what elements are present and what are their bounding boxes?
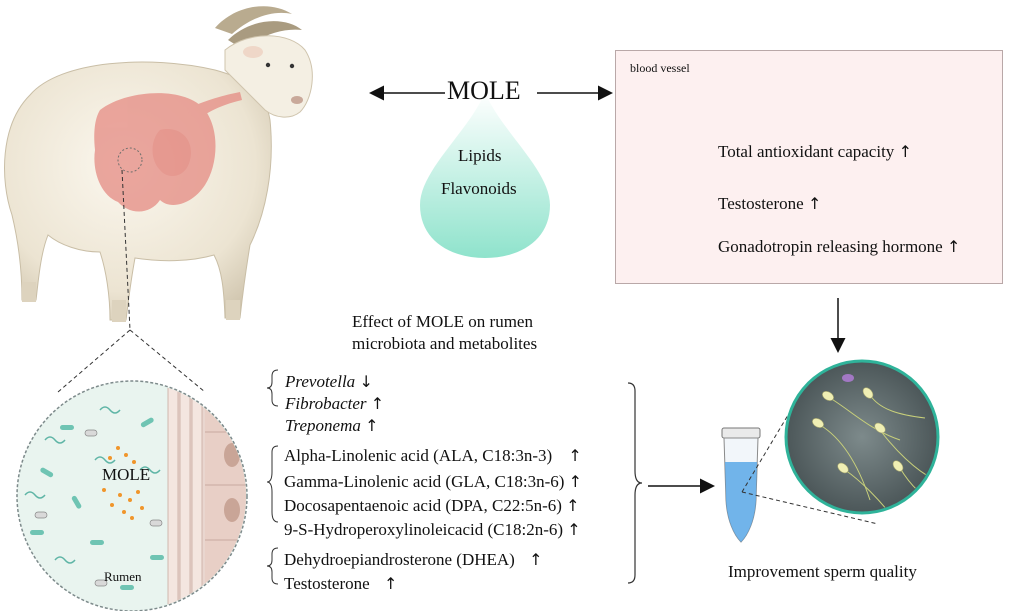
microbe-treponema: Treponema ↑ (285, 416, 379, 436)
arrow-up-icon: ↑ (383, 574, 398, 593)
arrow-up-icon: ↑ (529, 550, 543, 569)
arrow-up-icon: ↑ (568, 446, 582, 465)
fatty-acid-label: 9-S-Hydroperoxylinoleicacid (C18:2n-6) (284, 520, 564, 539)
mole-drop-shape (420, 92, 550, 258)
fatty-acid-ala: Alpha-Linolenic acid (ALA, C18:3n-3) ↑ (284, 446, 582, 466)
arrow-up-icon: ↑ (807, 194, 822, 213)
arrow-down-icon: ↓ (359, 372, 373, 391)
rumen-label: Rumen (104, 569, 142, 584)
rumen-effect-heading-line2: microbiota and metabolites (352, 334, 538, 353)
fatty-acid-9s: 9-S-Hydroperoxylinoleicacid (C18:2n-6) ↑ (284, 520, 581, 540)
hormone-dhea: Dehydroepiandrosterone (DHEA) ↑ (284, 550, 543, 570)
blood-item-label: Total antioxidant capacity (718, 142, 895, 161)
arrow-up-icon: ↑ (370, 394, 385, 413)
microbe-fibrobacter: Fibrobacter ↑ (285, 394, 384, 414)
rumen-mole-label: MOLE (102, 465, 151, 484)
arrow-up-icon: ↑ (568, 472, 583, 491)
mole-component-flavonoids: Flavonoids (441, 179, 517, 198)
blood-vessel-label: blood vessel (630, 61, 690, 75)
hormone-label: Testosterone (284, 574, 370, 593)
microbe-label: Treponema (285, 416, 361, 435)
outcome-label: Improvement sperm quality (728, 562, 917, 581)
microbe-label: Prevotella (285, 372, 356, 391)
blood-item-gnrh: Gonadotropin releasing hormone ↑ (718, 237, 960, 257)
blood-panel (615, 50, 1003, 284)
arrow-up-icon: ↑ (566, 496, 580, 515)
hormone-testosterone: Testosterone ↑ (284, 574, 397, 594)
blood-item-label: Testosterone (718, 194, 804, 213)
fatty-acid-label: Gamma-Linolenic acid (GLA, C18:3n-6) (284, 472, 565, 491)
mole-component-lipids: Lipids (458, 146, 502, 165)
arrow-up-icon: ↑ (365, 416, 379, 435)
sample-tube-icon (721, 427, 761, 543)
fatty-acid-label: Docosapentaenoic acid (DPA, C22:5n-6) (284, 496, 562, 515)
fatty-acid-gla: Gamma-Linolenic acid (GLA, C18:3n-6) ↑ (284, 472, 582, 492)
fatty-acid-label: Alpha-Linolenic acid (ALA, C18:3n-3) (284, 446, 553, 465)
stomach-illustration (94, 92, 242, 212)
blood-item-testosterone: Testosterone ↑ (718, 194, 821, 214)
fatty-acid-dpa: Docosapentaenoic acid (DPA, C22:5n-6) ↑ (284, 496, 580, 516)
hormone-label: Dehydroepiandrosterone (DHEA) (284, 550, 515, 569)
arrow-up-icon: ↑ (898, 142, 912, 161)
mole-title: MOLE (447, 76, 521, 105)
rumen-effect-heading-line1: Effect of MOLE on rumen (352, 312, 533, 331)
microbe-prevotella: Prevotella ↓ (285, 372, 373, 392)
sperm-microscope-circle (784, 359, 940, 515)
blood-item-antioxidant: Total antioxidant capacity ↑ (718, 142, 912, 162)
microbe-label: Fibrobacter (285, 394, 367, 413)
arrow-up-icon: ↑ (946, 237, 961, 256)
blood-item-label: Gonadotropin releasing hormone (718, 237, 943, 256)
arrow-up-icon: ↑ (567, 520, 581, 539)
